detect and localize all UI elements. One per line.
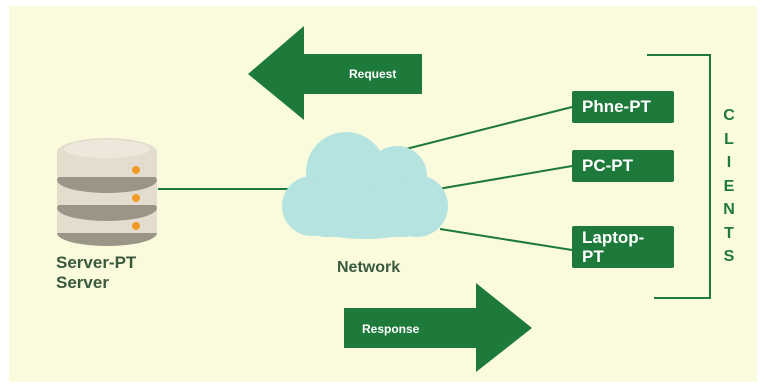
client-laptop-label: Laptop- PT — [582, 228, 645, 266]
clients-bracket — [647, 54, 711, 299]
client-laptop-box: Laptop- PT — [572, 226, 674, 268]
network-phone-link — [397, 106, 573, 152]
network-cloud-icon — [282, 132, 448, 239]
server-light-icon — [132, 222, 140, 230]
clients-title-letter: L — [724, 130, 734, 148]
client-phone-box: Phne-PT — [572, 91, 674, 123]
server-light-icon — [132, 166, 140, 174]
server-light-icon — [132, 194, 140, 202]
clients-title-letter: C — [723, 107, 735, 124]
clients-title: C L I E N T S — [718, 104, 740, 269]
network-pc-link — [437, 165, 573, 190]
clients-title-letter: N — [723, 201, 735, 218]
network-label: Network — [337, 259, 401, 276]
clients-title-letter: S — [723, 248, 735, 265]
response-label: Response — [362, 322, 420, 336]
client-pc-label: PC-PT — [582, 156, 633, 175]
request-label: Request — [349, 67, 397, 81]
request-arrow — [248, 26, 422, 120]
clients-title-letter: I — [726, 154, 732, 171]
clients-title-letter: T — [724, 224, 734, 242]
clients-title-letter: E — [723, 177, 735, 195]
server-label-line2: Server — [56, 273, 109, 292]
server-database-icon — [57, 138, 157, 246]
client-pc-box: PC-PT — [572, 150, 674, 182]
response-arrow — [344, 283, 532, 372]
client-phone-label: Phne-PT — [582, 97, 651, 116]
network-laptop-link — [439, 228, 573, 251]
server-label-line1: Server-PT — [56, 253, 137, 272]
